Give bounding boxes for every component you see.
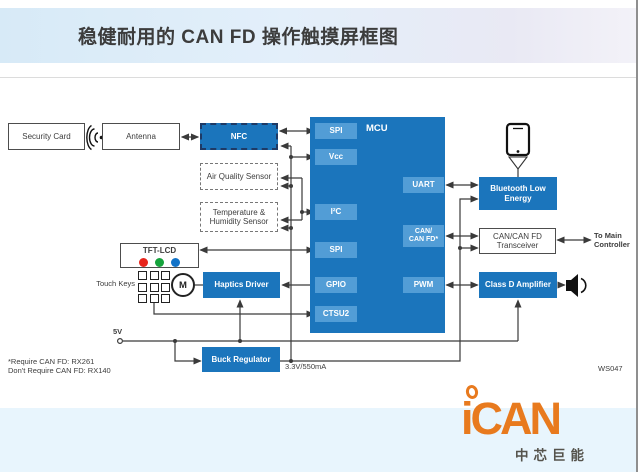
block-air-quality-sensor: Air Quality Sensor: [200, 163, 278, 190]
tft-color-dots: [139, 257, 180, 267]
block-tft-lcd: TFT-LCD: [120, 243, 199, 268]
phone-icon: [505, 122, 531, 170]
footnote: *Require CAN FD: RX261 Don't Require CAN…: [8, 357, 111, 375]
terminal-5v: [116, 338, 123, 345]
title-bar: 稳健耐用的 CAN FD 操作触摸屏框图: [0, 8, 638, 63]
mcu-label: MCU: [366, 123, 388, 134]
tft-lcd-label: TFT-LCD: [142, 246, 177, 255]
touch-keys-label: Touch Keys: [96, 279, 135, 288]
mcu-port-gpio: GPIO: [315, 277, 357, 293]
rail-3v3-label: 3.3V/550mA: [285, 362, 327, 371]
red-dot: [139, 257, 148, 267]
to-main-controller-label: To Main Controller: [594, 231, 630, 249]
block-can-transceiver: CAN/CAN FD Transceiver: [479, 228, 556, 254]
supply-5v-label: 5V: [113, 327, 123, 336]
footer-band: [0, 408, 638, 472]
speaker-icon: [566, 274, 587, 297]
block-mcu: MCU SPI Vcc I²C SPI GPIO CTSU2 UART CAN/…: [310, 117, 445, 333]
mcu-port-uart: UART: [403, 177, 444, 193]
mcu-port-pwm: PWM: [403, 277, 444, 293]
green-dot: [155, 257, 164, 267]
block-bluetooth-low-energy: Bluetooth Low Energy: [479, 177, 557, 210]
logo-brand: iCAN: [461, 393, 562, 444]
mcu-port-spi1: SPI: [315, 123, 357, 139]
mcu-port-ctsu2: CTSU2: [315, 306, 357, 322]
block-class-d-amplifier: Class D Amplifier: [479, 272, 557, 298]
logo-company: 中芯巨能: [515, 448, 589, 463]
page-title: 稳健耐用的 CAN FD 操作触摸屏框图: [78, 27, 399, 48]
divider: [0, 77, 638, 78]
block-temp-humidity-sensor: Temperature & Humidity Sensor: [200, 202, 278, 232]
contactless-icon: [86, 124, 104, 151]
antenna-symbol-icon: [507, 156, 529, 170]
touch-keys-grid: [138, 271, 171, 304]
mcu-port-vcc: Vcc: [315, 149, 357, 165]
mcu-port-can: CAN/ CAN FD*: [403, 225, 444, 247]
block-security-card: Security Card: [8, 123, 85, 150]
motor-icon: M: [171, 273, 195, 297]
block-nfc: NFC: [200, 123, 278, 150]
wire-touch-ctsu2: [153, 302, 315, 318]
block-buck-regulator: Buck Regulator: [202, 347, 280, 372]
doc-id: WS047: [598, 364, 623, 373]
block-haptics-driver: Haptics Driver: [203, 272, 280, 298]
mcu-port-spi2: SPI: [315, 242, 357, 258]
mcu-port-i2c: I²C: [315, 204, 357, 220]
block-antenna: Antenna: [102, 123, 180, 150]
blue-dot: [171, 257, 180, 267]
window-edge: [636, 0, 638, 472]
